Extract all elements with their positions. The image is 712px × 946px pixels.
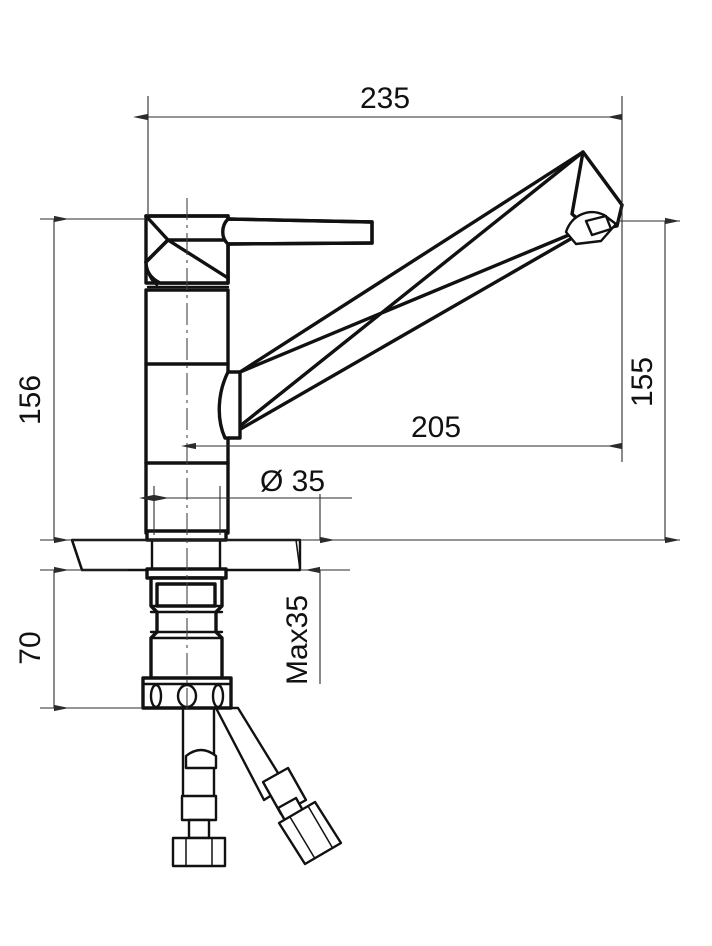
dimension-overall-width: 235 [133, 82, 623, 216]
hose-nut-left [171, 836, 227, 868]
dimension-max-thickness-label: Max35 [281, 595, 314, 685]
dimension-overall-width-label: 235 [360, 82, 410, 115]
dimension-max-thickness: Max35 [281, 494, 350, 685]
dimension-spout-height-label: 155 [626, 357, 659, 407]
dimension-hole-diameter-label: Ø 35 [260, 465, 325, 498]
dimension-spout-height: 155 [617, 217, 680, 544]
supply-hose-right [184, 706, 343, 866]
spout-outlet [564, 150, 624, 246]
dimension-hole-diameter: Ø 35 [139, 465, 352, 535]
dimension-below-deck-length: 70 [14, 566, 143, 712]
dimension-body-height: 156 [14, 215, 146, 544]
dimension-spout-reach: 205 [181, 212, 623, 462]
supply-hose-left [171, 706, 227, 868]
fixing-slot-left [149, 683, 163, 709]
body-column [144, 288, 242, 535]
dimension-body-height-label: 156 [14, 375, 47, 425]
fixing-slot-right [211, 683, 225, 709]
hose-nut-right [277, 800, 343, 866]
dimension-below-deck-length-label: 70 [14, 631, 47, 664]
lever-handle [221, 217, 374, 246]
dimension-spout-reach-label: 205 [411, 411, 461, 444]
faucet-geometry [70, 150, 624, 868]
